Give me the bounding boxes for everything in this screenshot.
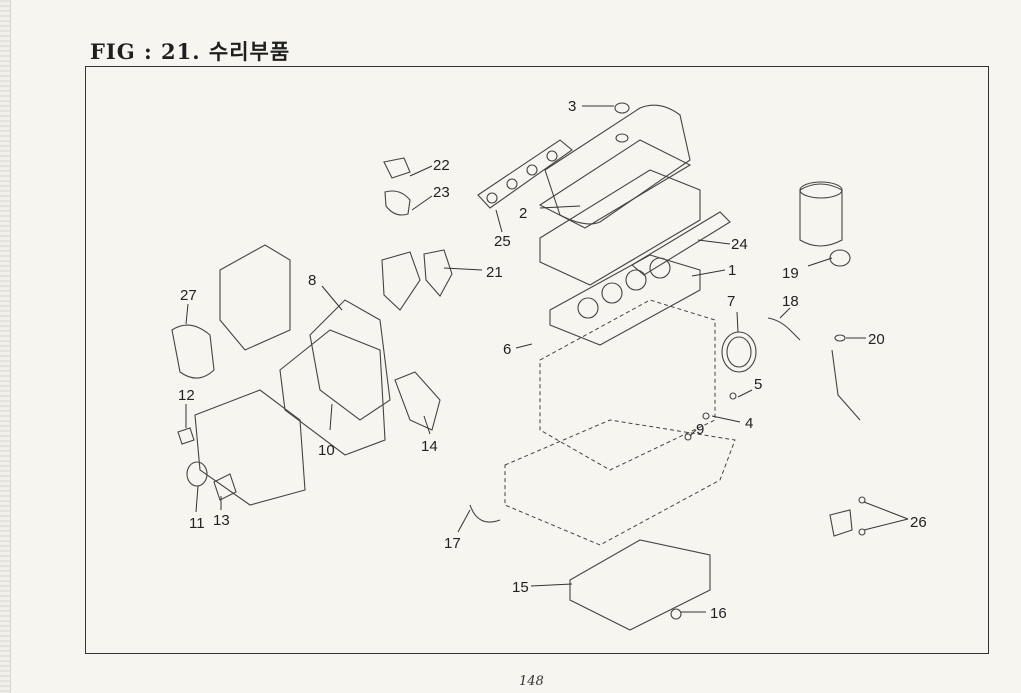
part-sketches — [171, 102, 866, 631]
callout-10: 10 — [318, 442, 335, 459]
oil-pan — [569, 539, 711, 631]
callout-21: 21 — [486, 264, 503, 281]
cylinder-block — [539, 299, 716, 471]
callout-3: 3 — [568, 98, 576, 115]
callout-8: 8 — [308, 272, 316, 289]
callout-13: 13 — [213, 512, 230, 529]
manifold-gasket-right — [631, 211, 731, 276]
thermostat-gasket-23 — [384, 190, 411, 216]
callout-12: 12 — [178, 387, 195, 404]
oil-cap-seal — [615, 133, 629, 143]
pipe-joint — [829, 509, 853, 537]
oil-pipe — [831, 349, 861, 421]
drain-plug — [670, 608, 682, 620]
diagram-frame — [85, 66, 989, 654]
oil-cap — [614, 102, 630, 114]
callout-19: 19 — [782, 265, 799, 282]
water-outlet — [381, 251, 421, 311]
front-plate-gasket-10 — [279, 329, 386, 456]
rocker-cover-gasket — [538, 139, 692, 229]
gasket-14 — [394, 371, 441, 431]
gear-case — [194, 389, 306, 506]
crankcase — [504, 419, 736, 546]
cylinder-head — [539, 169, 701, 286]
callout-25: 25 — [494, 233, 511, 250]
thermostat-housing — [383, 157, 411, 179]
oil-filter-gasket — [829, 249, 851, 267]
manifold-gasket-left — [477, 139, 573, 209]
callout-23: 23 — [433, 184, 450, 201]
front-plate-gasket-8 — [309, 299, 391, 421]
callout-labels: 1 2 3 4 5 6 7 8 9 10 11 12 13 14 15 16 1… — [178, 98, 927, 622]
callout-11: 11 — [189, 515, 205, 532]
oil-filter — [799, 183, 843, 247]
callout-6: 6 — [503, 341, 511, 358]
callout-7: 7 — [727, 293, 735, 310]
half-ring — [469, 504, 501, 523]
leader-lines — [185, 105, 909, 613]
callout-1: 1 — [728, 262, 736, 279]
injection-pump — [219, 244, 291, 351]
gasket-21 — [423, 249, 453, 297]
rocker-cover — [544, 104, 691, 225]
figure-title: FIG : 21. 수리부품 — [90, 39, 291, 64]
gasket-13 — [213, 473, 237, 501]
seal-11 — [186, 461, 208, 487]
page-number: 148 — [519, 674, 544, 689]
callout-20: 20 — [868, 331, 885, 348]
rear-oil-seal — [721, 331, 757, 373]
callout-9: 9 — [696, 421, 704, 438]
head-gasket — [549, 254, 701, 346]
callout-18: 18 — [782, 293, 799, 310]
callout-2: 2 — [519, 205, 527, 222]
callout-26: 26 — [910, 514, 927, 531]
callout-15: 15 — [512, 579, 529, 596]
callout-17: 17 — [444, 535, 461, 552]
callout-14: 14 — [421, 438, 438, 455]
callout-27: 27 — [180, 287, 197, 304]
gasket-12 — [177, 427, 195, 445]
pump-gasket-27 — [171, 324, 215, 379]
callout-22: 22 — [433, 157, 450, 174]
clamp — [767, 317, 801, 341]
callout-4: 4 — [745, 415, 753, 432]
binding-edge — [0, 0, 11, 693]
callout-16: 16 — [710, 605, 727, 622]
callout-24: 24 — [731, 236, 748, 253]
callout-5: 5 — [754, 376, 762, 393]
